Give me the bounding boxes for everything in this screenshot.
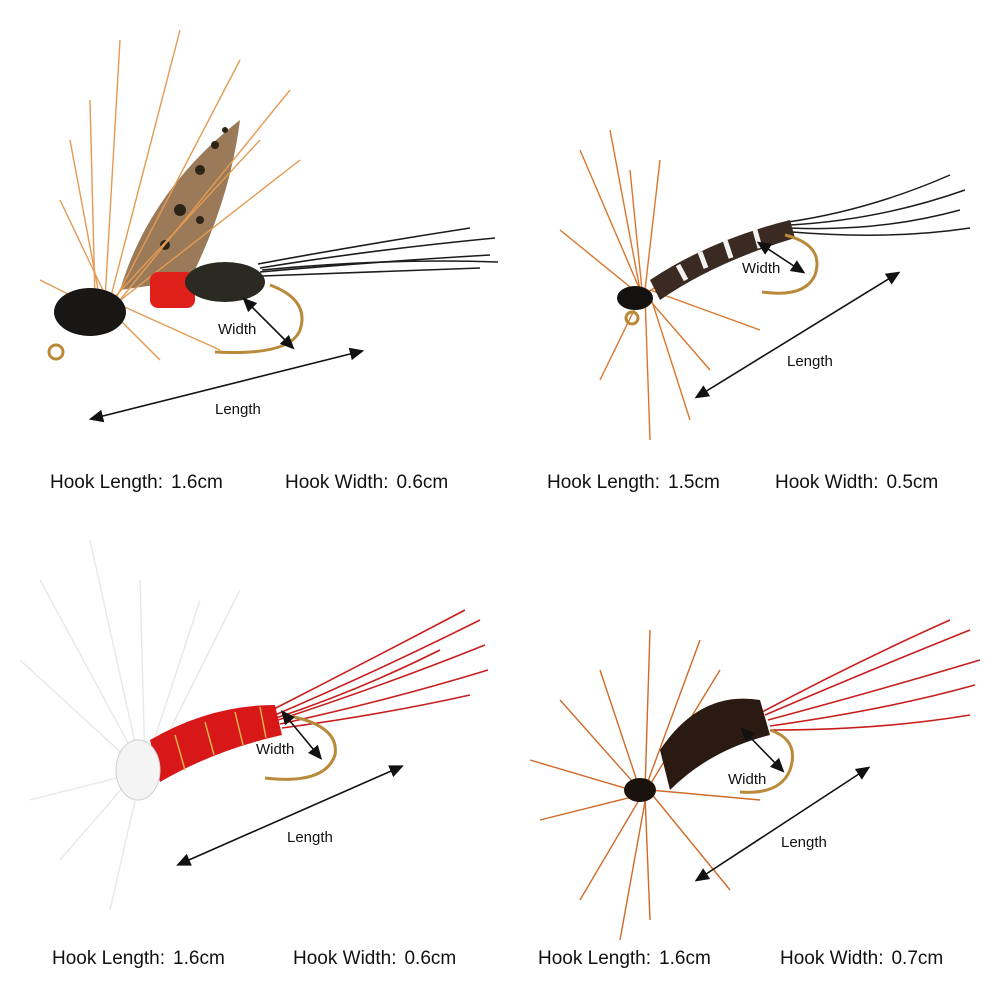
fly-panel-3: Length Width Hook Length:1.6cm Hook Widt…: [0, 500, 500, 1000]
tail-fibers: [761, 619, 981, 731]
tail-fibers: [271, 609, 489, 729]
hook-width-spec: Hook Width:0.5cm: [775, 472, 939, 493]
hook-length-spec: Hook Length:1.5cm: [547, 472, 720, 493]
width-label: Width: [728, 771, 766, 788]
length-arrow: [694, 271, 901, 399]
hook-length-spec: Hook Length:1.6cm: [538, 948, 711, 969]
width-arrow: [280, 710, 323, 760]
fly-photo-4: Length Width: [529, 619, 981, 941]
hook-length-spec: Hook Length:1.6cm: [50, 472, 223, 493]
fly-panel-1: Length Width Hook Length:1.6cm Hook Widt…: [0, 0, 500, 500]
width-arrow: [756, 241, 806, 274]
hook-width-spec: Hook Width:0.7cm: [780, 948, 944, 969]
length-arrow: [88, 347, 365, 423]
hook-length-spec: Hook Length:1.6cm: [52, 948, 225, 969]
body-ribs: [675, 229, 763, 282]
head: [624, 778, 656, 802]
peacock-thorax: [185, 262, 265, 302]
length-label: Length: [215, 401, 261, 418]
fly-photo-3: Length Width: [19, 539, 489, 911]
length-label: Length: [287, 829, 333, 846]
dark-body: [660, 698, 770, 790]
width-arrow: [242, 297, 295, 350]
length-label: Length: [781, 834, 827, 851]
fly-photo-2: Length Width: [559, 129, 971, 441]
length-label: Length: [787, 353, 833, 370]
hook-width-spec: Hook Width:0.6cm: [293, 948, 457, 969]
hook-eye: [624, 310, 640, 326]
tail-fibers: [257, 227, 499, 277]
white-hackle-collar: [115, 739, 161, 801]
fly-panel-2: Length Width Hook Length:1.5cm Hook Widt…: [500, 0, 1000, 500]
hook-width-spec: Hook Width:0.6cm: [285, 472, 449, 493]
width-label: Width: [742, 260, 780, 277]
width-label: Width: [256, 741, 294, 758]
width-arrow: [740, 727, 785, 773]
tail-fibers: [787, 174, 971, 236]
red-body: [150, 272, 195, 308]
head: [54, 288, 126, 336]
hook-eye: [47, 343, 65, 361]
tinsel-rib: [174, 706, 267, 771]
fly-photo-1: Length Width: [39, 29, 499, 423]
fly-panel-4: Length Width Hook Length:1.6cm Hook Widt…: [500, 500, 1000, 1000]
length-arrow: [694, 766, 871, 882]
width-label: Width: [218, 321, 256, 338]
length-arrow: [176, 765, 404, 866]
head: [617, 286, 653, 310]
